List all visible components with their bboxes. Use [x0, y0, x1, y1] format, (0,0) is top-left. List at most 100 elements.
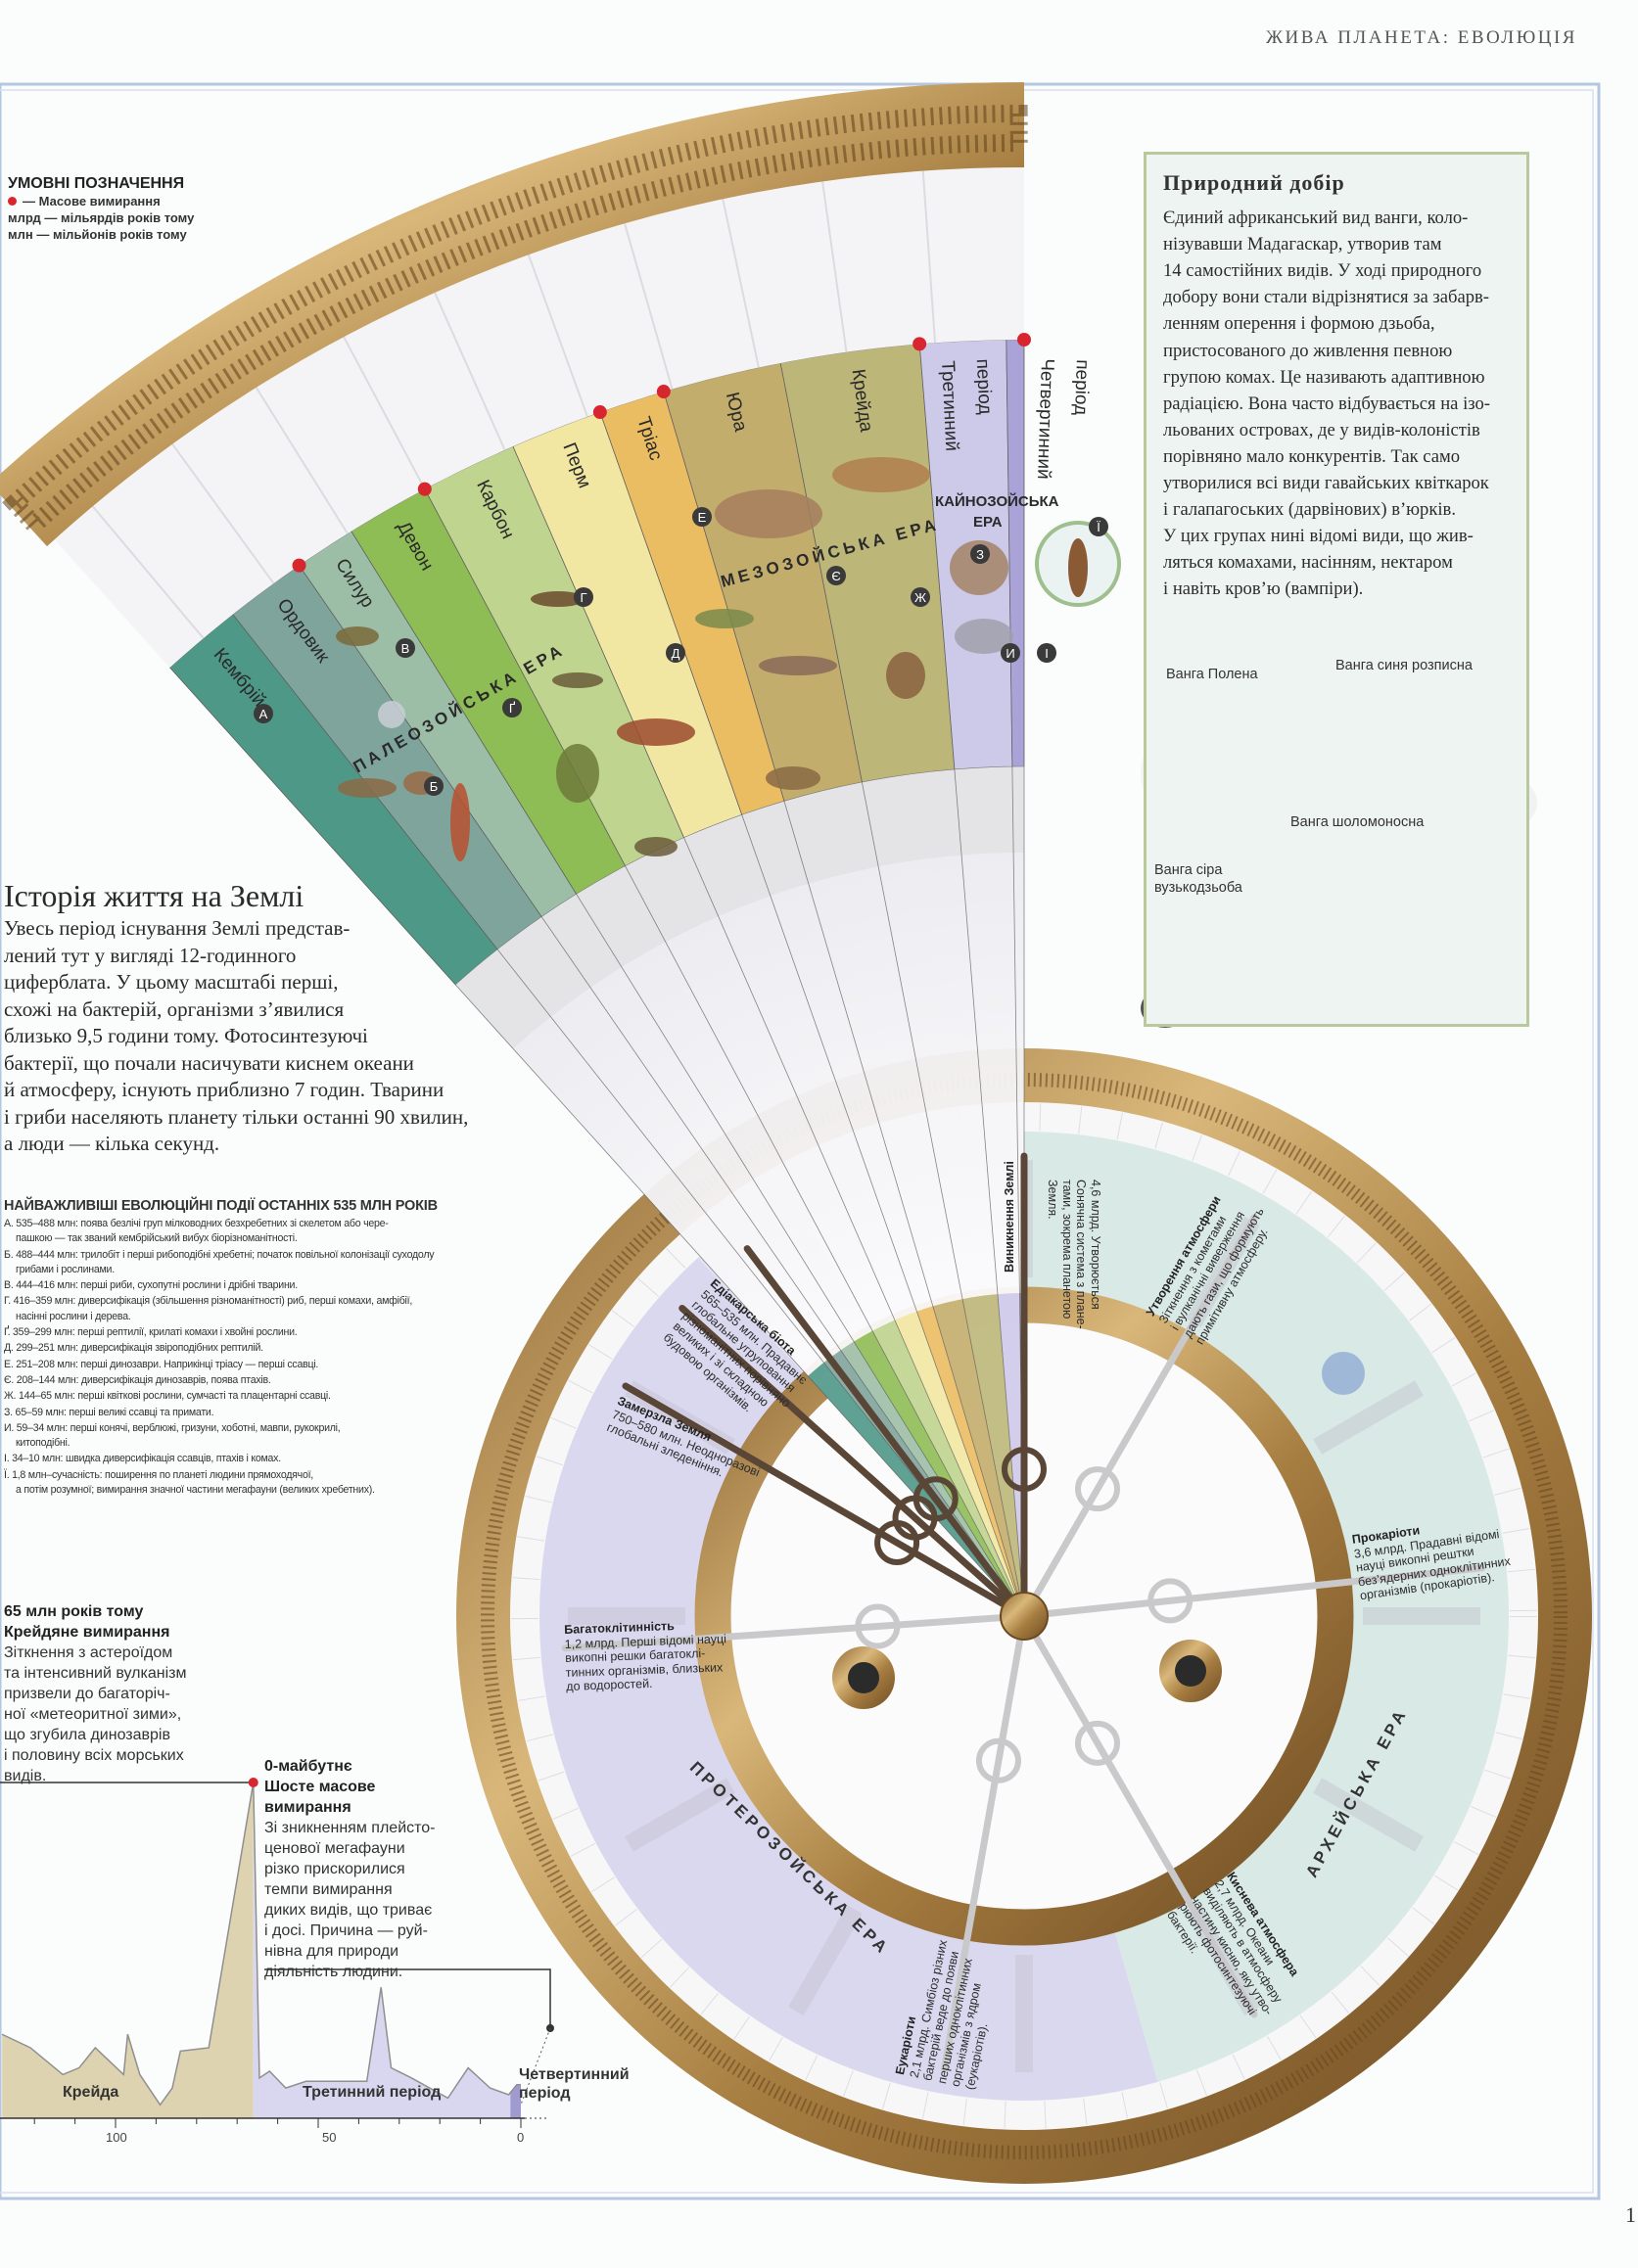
- event-marker: [396, 638, 415, 658]
- x-tick-label: 0: [517, 2130, 525, 2145]
- event-marker-letter: Ж: [914, 590, 926, 605]
- period-boundary-line: [663, 391, 1025, 1617]
- proterozoic-dial-band: [539, 1257, 1158, 2101]
- future-line: ценової мегафауни: [264, 1840, 405, 1857]
- period-label: Третинний: [937, 360, 961, 451]
- tile-joint: [343, 336, 426, 490]
- natural-selection-box: Природний добір Єдиний африканський вид …: [1144, 152, 1529, 1027]
- event-marker-letter: И: [1006, 646, 1014, 661]
- extinction-dot: [913, 337, 927, 351]
- box-line: і галапагоських (дарвінових) в’юрків.: [1163, 499, 1456, 521]
- intro-line: а люди — кілька секунд.: [4, 1132, 220, 1155]
- clock-tile-joints: [511, 1103, 1537, 2129]
- box-line: пристосованого до живлення певною: [1163, 340, 1453, 361]
- clock-hand: [1020, 1612, 1258, 2018]
- event-marker: [424, 776, 444, 796]
- future-line: Зі зникненням плейсто-: [264, 1820, 436, 1836]
- event-text: 359–299 млн: перші рептилії, крилаті ком…: [13, 1326, 298, 1339]
- box-line: порівняно мало конкурентів. Так само: [1163, 445, 1461, 467]
- future-leader-line: [264, 1968, 551, 2028]
- chart-area-1: [253, 1782, 511, 2118]
- intro-line: бактерії, що почали насичувати киснем ок…: [4, 1050, 414, 1075]
- event-letter: Б.: [4, 1248, 14, 1261]
- kt-line: Зіткнення з астероїдом: [4, 1644, 173, 1661]
- event-line: насінні рослини і дерева.: [4, 1310, 493, 1324]
- tile-joint: [255, 387, 349, 534]
- event-item: Е. 251–208 млн: перші динозаври. Наприкі…: [4, 1358, 493, 1372]
- event-marker: [1089, 517, 1108, 536]
- intro-line: лений тут у вигляді 12-годинного: [4, 943, 297, 967]
- kt-line: видів.: [4, 1768, 47, 1784]
- event-letter: А.: [4, 1218, 14, 1229]
- human-illustration: [1068, 538, 1088, 597]
- intro-title: Історія життя на Землі: [4, 878, 304, 913]
- fan-tile-band: [54, 167, 1024, 668]
- event-marker: [692, 507, 712, 527]
- kt-when-text: 65 млн років тому: [4, 1603, 144, 1620]
- event-marker-letter: Г: [580, 590, 586, 605]
- event-line: грибами і рослинами.: [4, 1263, 493, 1277]
- box-line: льованих островах, де у видів-колоністів: [1163, 419, 1480, 440]
- event-marker-letter: А: [259, 707, 268, 721]
- period-label: період: [1070, 359, 1093, 416]
- period-wedge-center-4: [872, 1319, 1024, 1616]
- legend: УМОВНІ ПОЗНАЧЕННЯ — Масове вимирання млр…: [8, 174, 194, 243]
- event-letter: Д.: [4, 1342, 14, 1355]
- event-letter: Е.: [4, 1358, 14, 1370]
- event-marker-letter: З: [976, 547, 984, 562]
- event-item: Б. 488–444 млн: трилобіт і перші рибопод…: [4, 1248, 493, 1278]
- future-line: темпи вимирання: [264, 1881, 393, 1898]
- roman-numeral-mark: [1363, 1607, 1480, 1625]
- event-marker-letter: Б: [430, 779, 439, 794]
- bird-label-sickle-1: Ванга сіра: [1154, 862, 1223, 878]
- clock-hand-ornament: [1147, 1578, 1193, 1624]
- event-line: И. 59–34 млн: перші конячі, верблюжі, гр…: [4, 1421, 493, 1436]
- tile-joint: [624, 223, 674, 390]
- future-title-2-text: вимирання: [264, 1799, 351, 1816]
- event-text: китоподібні.: [16, 1437, 70, 1450]
- event-line: В. 444–416 млн: перші риби, сухопутні ро…: [4, 1278, 493, 1293]
- bird-label-sickle: Ванга сіра вузькодзьоба: [1154, 861, 1242, 897]
- event-text: грибами і рослинами.: [16, 1263, 115, 1275]
- event-text: 488–444 млн: трилобіт і перші рибоподібн…: [16, 1248, 435, 1261]
- period-wedge-center-5: [894, 1311, 1024, 1616]
- annotation-line: тами, зокрема планетою: [1060, 1180, 1074, 1319]
- future-line: діяльність людини.: [264, 1964, 403, 1980]
- animal-illustration: [617, 718, 695, 746]
- event-marker-letter: В: [401, 641, 410, 656]
- intro-line: близько 9,5 години тому. Фотосинтезуючі: [4, 1024, 368, 1047]
- period-wedge-center-3: [854, 1330, 1024, 1616]
- future-title-1: Шосте масове: [264, 1777, 436, 1797]
- box-title: Природний добір: [1163, 170, 1345, 195]
- legend-mass-extinction: — Масове вимирання: [8, 193, 194, 209]
- event-line: а потім розумної; вимирання значної част…: [4, 1483, 493, 1498]
- event-marker-letter: Ї: [1097, 520, 1100, 534]
- intro-line: схожі на бактерій, організми з’явилися: [4, 996, 345, 1021]
- future-line: різко прискорилися: [264, 1861, 405, 1877]
- annotation-earth-origin: Виникнення Землі: [1003, 1161, 1017, 1273]
- intro-section: Історія життя на Землі Увесь період існу…: [4, 876, 468, 1158]
- box-line: У цих групах нині відомі види, що жив-: [1163, 526, 1474, 547]
- animal-illustration: [715, 489, 822, 538]
- animal-illustration: [556, 744, 599, 803]
- event-text: а потім розумної; вимирання значної част…: [16, 1484, 375, 1497]
- event-line: Д. 299–251 млн: диверсифікація звіроподі…: [4, 1341, 493, 1356]
- event-item: Г. 416–359 млн: диверсифікація (збільшен…: [4, 1294, 493, 1324]
- intro-line: циферблата. У цьому масштабі перші,: [4, 970, 339, 994]
- event-marker: [574, 587, 593, 607]
- event-line: Ж. 144–65 млн: перші квіткові рослини, с…: [4, 1389, 493, 1404]
- event-marker: [254, 704, 273, 723]
- bird-label-sickle-2: вузькодзьоба: [1154, 880, 1242, 896]
- tile-joint: [921, 170, 937, 344]
- tile-joint: [434, 292, 506, 451]
- period-wedge-center-7: [932, 1299, 1024, 1616]
- roman-numeral-mark: [1313, 1778, 1425, 1852]
- event-item: Є. 208–144 млн: диверсифікація динозаврі…: [4, 1373, 493, 1388]
- event-line: Г. 416–359 млн: диверсифікація (збільшен…: [4, 1294, 493, 1309]
- period-boundary-line: [779, 362, 1025, 1617]
- future-when-text: 0-майбутнє: [264, 1758, 352, 1775]
- tile-joint: [91, 505, 205, 639]
- box-line: і навіть кров’ю (вампіри).: [1163, 579, 1364, 600]
